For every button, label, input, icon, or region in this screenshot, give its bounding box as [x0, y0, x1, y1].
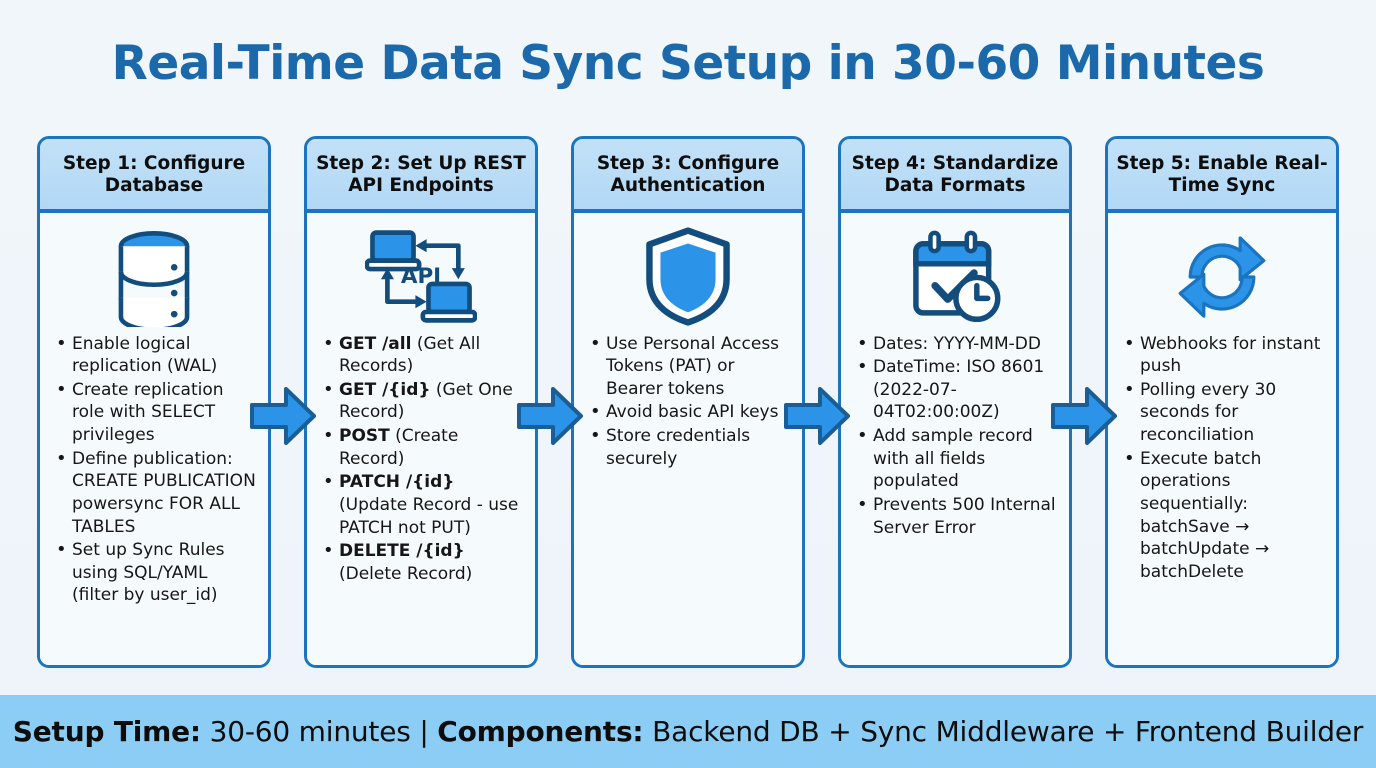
- arrow-step4-step5: [1051, 385, 1117, 447]
- arrow-step1-step2: [250, 385, 316, 447]
- list-item: Dates: YYYY-MM-DD: [857, 332, 1057, 356]
- step-card-1-bullets: Enable logical replication (WAL) Create …: [40, 332, 268, 616]
- step-card-2-header: Step 2: Set Up REST API Endpoints: [307, 139, 535, 213]
- arrow-step3-step4: [784, 385, 850, 447]
- footer-bar: Setup Time: 30-60 minutes | Components: …: [0, 695, 1376, 768]
- bullet-text: Execute batch operations sequentially: b…: [1140, 448, 1270, 582]
- step-card-1[interactable]: Step 1: Configure Database: [37, 136, 271, 668]
- step-card-1-header: Step 1: Configure Database: [40, 139, 268, 213]
- step-card-3[interactable]: Step 3: Configure Authentication Use Per…: [571, 136, 805, 668]
- list-item: DELETE /{id} (Delete Record): [323, 539, 523, 585]
- shield-icon: [574, 213, 802, 333]
- list-item: PATCH /{id} (Update Record - use PATCH n…: [323, 470, 523, 539]
- api-exchange-icon: API: [307, 213, 535, 333]
- bullet-text: (Update Record - use PATCH not PUT): [339, 494, 519, 538]
- bullet-text: Enable logical replication (WAL): [72, 333, 218, 377]
- components-label: Components:: [437, 715, 644, 748]
- components-value: Backend DB + Sync Middleware + Frontend …: [652, 715, 1364, 748]
- setup-time-value: 30-60 minutes: [209, 715, 411, 748]
- list-item: Set up Sync Rules using SQL/YAML (filter…: [56, 538, 256, 607]
- step-card-2-body: API GET /all (Get All Records) GET /{id}…: [307, 212, 535, 665]
- step-card-4-body: Dates: YYYY-MM-DD DateTime: ISO 8601 (20…: [841, 212, 1069, 665]
- list-item: Polling every 30 seconds for reconciliat…: [1124, 378, 1324, 447]
- bullet-text: Prevents 500 Internal Server Error: [873, 494, 1056, 538]
- bullet-text: Avoid basic API keys: [606, 402, 779, 423]
- list-item: Add sample record with all fields popula…: [857, 424, 1057, 493]
- bullet-text: Define publication: CREATE PUBLICATION p…: [72, 448, 256, 537]
- bullet-text: (Get All Records): [339, 333, 481, 377]
- page-title: Real-Time Data Sync Setup in 30-60 Minut…: [111, 36, 1265, 91]
- bullet-text: Set up Sync Rules using SQL/YAML (filter…: [72, 540, 225, 606]
- step-card-5-bullets: Webhooks for instant push Polling every …: [1108, 332, 1336, 593]
- step-card-1-body: Enable logical replication (WAL) Create …: [40, 212, 268, 665]
- bullet-text: DateTime: ISO 8601 (2022-07-04T02:00:00Z…: [873, 357, 1045, 423]
- list-item: GET /all (Get All Records): [323, 332, 523, 378]
- bullet-text: Webhooks for instant push: [1140, 333, 1321, 377]
- list-item: DateTime: ISO 8601 (2022-07-04T02:00:00Z…: [857, 355, 1057, 424]
- list-item: Create replication role with SELECT priv…: [56, 378, 256, 447]
- footer-summary: Setup Time: 30-60 minutes | Components: …: [12, 715, 1364, 748]
- step-card-4-header: Step 4: Standardize Data Formats: [841, 139, 1069, 213]
- list-item: Avoid basic API keys: [590, 401, 790, 425]
- list-item: Webhooks for instant push: [1124, 332, 1324, 378]
- steps-row: Step 1: Configure Database: [37, 136, 1341, 668]
- bullet-text: Add sample record with all fields popula…: [873, 426, 1033, 492]
- bullet-text: (Create Record): [339, 426, 459, 469]
- list-item: Use Personal Access Tokens (PAT) or Bear…: [590, 332, 790, 401]
- bullet-text: (Get One Record): [339, 379, 513, 423]
- list-item: GET /{id} (Get One Record): [323, 378, 523, 424]
- step-card-5-header: Step 5: Enable Real-Time Sync: [1108, 139, 1336, 213]
- step-card-4[interactable]: Step 4: Standardize Data Formats Dates: …: [838, 136, 1072, 668]
- step-card-4-bullets: Dates: YYYY-MM-DD DateTime: ISO 8601 (20…: [841, 332, 1069, 548]
- list-item: Prevents 500 Internal Server Error: [857, 493, 1057, 539]
- sync-refresh-icon: [1108, 213, 1336, 333]
- bullet-text: Use Personal Access Tokens (PAT) or Bear…: [606, 333, 780, 399]
- bullet-text: Store credentials securely: [606, 426, 751, 469]
- step-card-2[interactable]: Step 2: Set Up REST API Endpoints: [304, 136, 538, 668]
- step-card-5-body: Webhooks for instant push Polling every …: [1108, 212, 1336, 665]
- api-icon-label: API: [401, 264, 441, 289]
- bullet-text: Dates: YYYY-MM-DD: [873, 333, 1041, 354]
- footer-separator: |: [419, 715, 429, 748]
- list-item: POST (Create Record): [323, 424, 523, 470]
- bullet-bold: GET /all: [339, 333, 412, 354]
- step-card-3-bullets: Use Personal Access Tokens (PAT) or Bear…: [574, 332, 802, 480]
- step-card-3-body: Use Personal Access Tokens (PAT) or Bear…: [574, 212, 802, 665]
- arrow-step2-step3: [517, 385, 583, 447]
- list-item: Execute batch operations sequentially: b…: [1124, 447, 1324, 584]
- list-item: Define publication: CREATE PUBLICATION p…: [56, 447, 256, 538]
- step-card-2-bullets: GET /all (Get All Records) GET /{id} (Ge…: [307, 332, 535, 595]
- setup-time-label: Setup Time:: [12, 715, 201, 748]
- database-icon: [40, 213, 268, 333]
- bullet-bold: PATCH /{id}: [339, 472, 455, 493]
- bullet-bold: DELETE /{id}: [339, 541, 465, 562]
- bullet-bold: POST: [339, 426, 390, 447]
- bullet-text: Polling every 30 seconds for reconciliat…: [1140, 379, 1277, 446]
- list-item: Store credentials securely: [590, 424, 790, 470]
- step-card-5[interactable]: Step 5: Enable Real-Time Sync Webhooks f…: [1105, 136, 1339, 668]
- bullet-bold: GET /{id}: [339, 379, 431, 400]
- step-card-3-header: Step 3: Configure Authentication: [574, 139, 802, 213]
- calendar-clock-icon: [841, 213, 1069, 333]
- bullet-text: (Delete Record): [339, 563, 473, 584]
- bullet-text: Create replication role with SELECT priv…: [72, 379, 224, 446]
- list-item: Enable logical replication (WAL): [56, 332, 256, 378]
